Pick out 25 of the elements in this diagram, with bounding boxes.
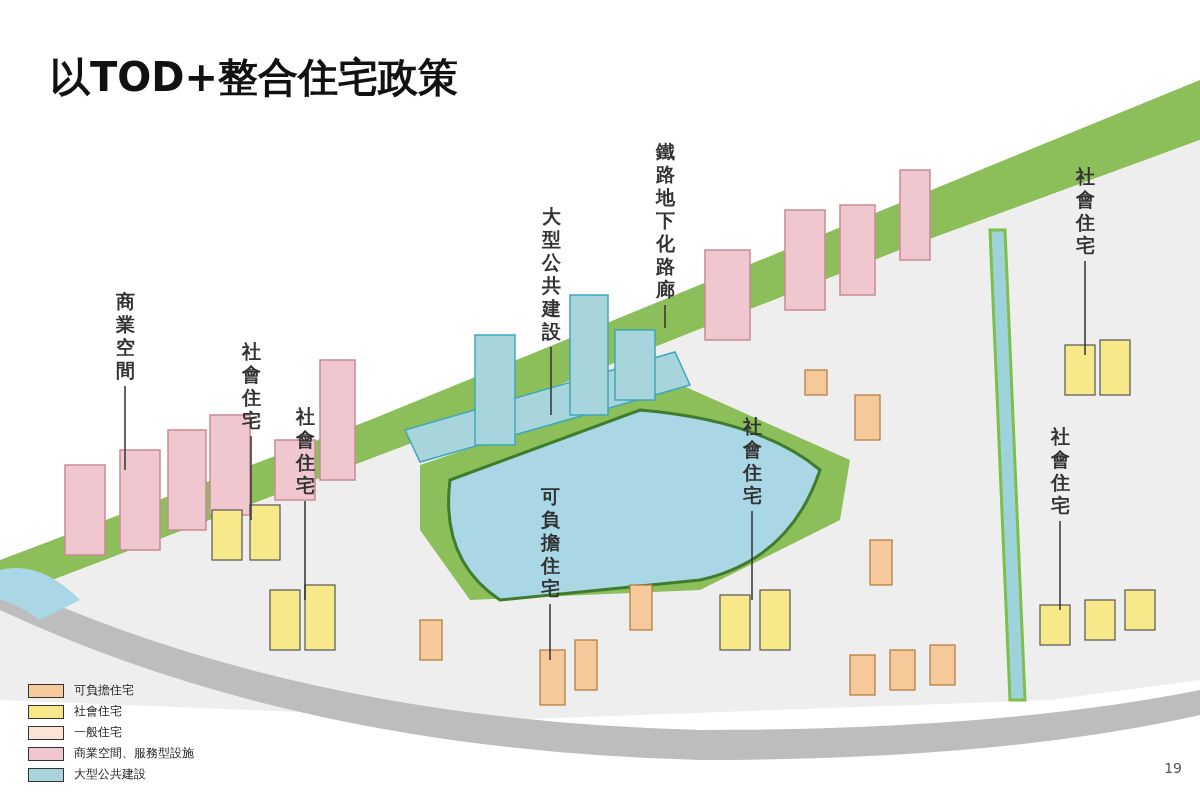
legend-label: 一般住宅 bbox=[74, 724, 122, 741]
vertical-label: 鐵路地下化路廊 bbox=[654, 140, 676, 301]
leader-line bbox=[549, 603, 551, 661]
leader-line bbox=[1084, 260, 1086, 356]
vertical-label: 社會住宅 bbox=[240, 340, 262, 432]
legend-label: 社會住宅 bbox=[74, 703, 122, 720]
leader-line bbox=[751, 510, 753, 601]
vertical-label: 社會住宅 bbox=[1074, 165, 1096, 257]
legend-label: 大型公共建設 bbox=[74, 766, 146, 783]
leader-line bbox=[124, 385, 126, 471]
leader-line bbox=[250, 435, 252, 521]
vertical-label: 社會住宅 bbox=[741, 415, 763, 507]
leader-line bbox=[304, 500, 306, 601]
vertical-label: 可負擔住宅 bbox=[539, 485, 561, 600]
legend-label: 可負擔住宅 bbox=[74, 682, 134, 699]
title: 以TOD+整合住宅政策 bbox=[50, 53, 458, 102]
page-number: 19 bbox=[1164, 760, 1182, 776]
leader-line bbox=[1059, 520, 1061, 611]
vertical-label: 大型公共建設 bbox=[540, 205, 562, 343]
vertical-label: 商業空間 bbox=[114, 290, 136, 382]
vertical-label: 社會住宅 bbox=[294, 405, 316, 497]
leader-line bbox=[664, 304, 666, 329]
leader-line bbox=[550, 346, 552, 416]
legend-label: 商業空間、服務型設施 bbox=[74, 745, 194, 762]
vertical-label: 社會住宅 bbox=[1049, 425, 1071, 517]
